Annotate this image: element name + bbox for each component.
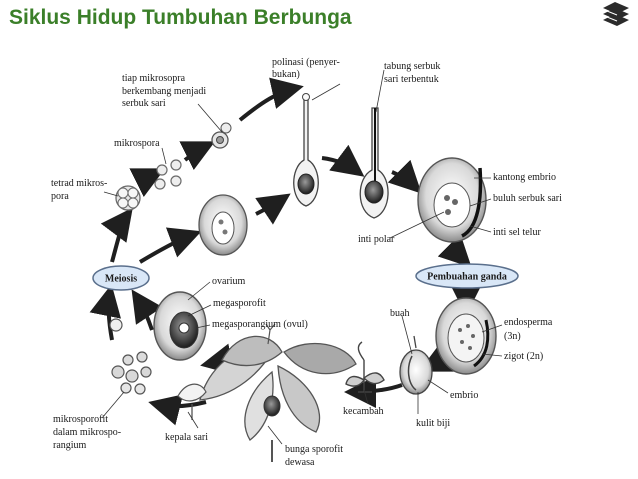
arrow-mikrosporofit-to-meiosis (89, 284, 121, 341)
leader-lines (101, 69, 503, 445)
seed-endosperma-illustration (435, 297, 497, 375)
pembuahan-ganda-label: Pembuahan ganda (427, 272, 507, 283)
tabung-serbuk-label-2: sari terbentuk (384, 74, 439, 85)
inti-sel-telur-label: inti sel telur (493, 227, 541, 238)
endosperma-label: endosperma (504, 317, 553, 328)
arrow-tetrad-to-mikrospora (129, 168, 166, 198)
tiap-mikrosopra-label: tiap mikrosopra (122, 73, 186, 84)
ovule-illustration (198, 194, 248, 256)
ovarium-label: ovarium (212, 276, 246, 287)
kantong-embrio-illustration (417, 157, 487, 243)
mikrosporofit-label: mikrosporofit (53, 414, 108, 425)
embrio-label: embrio (450, 390, 478, 401)
arrow-meiosis-to-tetrad (100, 207, 133, 263)
meiosis-label: Meiosis (105, 274, 137, 285)
kantong-embrio-label: kantong embrio (493, 172, 556, 183)
megasporofit-illustration (153, 291, 207, 361)
kulit-biji-label: kulit biji (416, 418, 450, 429)
bunga-sporofit-label-2: dewasa (285, 457, 315, 468)
arrow-megasporofit-to-meiosis (131, 289, 163, 331)
mikrosporofit-label-2: dalam mikrospo- (53, 427, 121, 438)
tiap-mikrosopra-label-3: serbuk sari (122, 98, 166, 109)
tetrad-mikrospora-label-2: pora (51, 191, 69, 202)
arrow-mikrospora-to-pollen (179, 141, 216, 171)
tabung-serbuk-label: tabung serbuk (384, 61, 440, 72)
inti-polar-label: inti polar (358, 234, 395, 245)
mikrospora-illustration (154, 159, 182, 190)
arrow-flower-to-mikrosporofit (148, 394, 207, 426)
bunga-sporofit-label: bunga sporofit (285, 444, 343, 455)
kepala-sari-illustration (177, 383, 207, 420)
tetrad-illustration (115, 185, 141, 211)
kecambah-label: kecambah (343, 406, 384, 417)
meiosis-stage: Meiosis (92, 265, 150, 291)
polinasi-label: polinasi (penyer- (272, 57, 340, 68)
pistil-tabung-illustration (359, 107, 389, 219)
arrow-buah-to-kecambah (344, 375, 403, 408)
page-title: Siklus Hidup Tumbuhan Berbunga (9, 6, 352, 29)
mikrosporofit-illustration (109, 318, 152, 395)
megasporangium-label: megasporangium (ovul) (212, 319, 308, 330)
kepala-sari-label: kepala sari (165, 432, 208, 443)
buah-label: buah (390, 308, 409, 319)
pembuahan-ganda-stage: Pembuahan ganda (415, 263, 519, 289)
arrow-tabung-to-kantong (387, 159, 422, 194)
flower-sporofit-illustration (199, 323, 357, 462)
tetrad-mikrospora-label: tetrad mikros- (51, 178, 107, 189)
arrow-pollen-to-polinasi (238, 77, 304, 122)
mikrosporofit-label-3: rangium (53, 440, 87, 451)
mikrospora-label: mikrospora (114, 138, 160, 149)
buah-illustration (399, 335, 433, 395)
arrow-polinasi-to-tabung (321, 144, 365, 177)
stacked-books-logo-icon (603, 2, 629, 26)
arrow-meiosis-to-ovule (138, 227, 202, 264)
arrow-kantong-to-pembuahan (437, 233, 472, 268)
diagram-labels: tiap mikrosopra berkembang menjadi serbu… (51, 57, 562, 468)
pollen-grain-illustration (211, 122, 232, 149)
polinasi-label-2: bukan) (272, 69, 300, 80)
pistil-polinasi-illustration (293, 93, 319, 207)
tiap-mikrosopra-label-2: berkembang menjadi (122, 86, 206, 97)
buluh-serbuk-label: buluh serbuk sari (493, 193, 562, 204)
arrow-ovule-to-polinasi (255, 193, 291, 225)
kecambah-illustration (345, 341, 385, 393)
endosperma-label-2: (3n) (504, 331, 521, 342)
megasporofit-label: megasporofit (213, 298, 266, 309)
zigot-label: zigot (2n) (504, 351, 543, 362)
